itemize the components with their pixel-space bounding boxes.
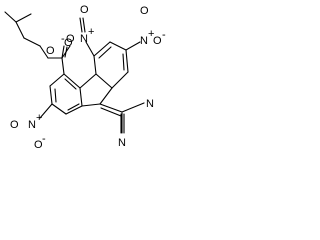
atom-label: O: [80, 4, 89, 16]
bond: [82, 17, 86, 33]
bond: [51, 103, 67, 115]
bond: [23, 37, 41, 47]
atom-label: N: [80, 33, 88, 45]
bond: [65, 105, 83, 115]
atom-label: N: [28, 119, 36, 131]
bond: [79, 17, 83, 33]
dicyanomethylene-group: [99, 102, 145, 134]
bond: [93, 55, 97, 75]
bond: [54, 88, 57, 103]
bond: [64, 78, 77, 90]
atom-label: O: [46, 45, 55, 57]
bond: [95, 73, 113, 89]
charge-label: -: [162, 29, 166, 41]
left-benzene-ring: [49, 73, 83, 115]
bond: [125, 41, 141, 51]
bond: [109, 41, 127, 51]
bond: [100, 107, 122, 117]
molecule-structure-drawing: O O O N + O - N + O - O N + O O - N N: [4, 4, 166, 151]
bond: [49, 73, 65, 87]
bond: [39, 103, 53, 119]
atom-label: O: [34, 139, 43, 151]
bond: [49, 85, 53, 105]
bond: [61, 57, 65, 75]
atom-label: N: [118, 137, 126, 149]
bond: [15, 13, 32, 23]
bond: [111, 71, 129, 89]
atom-labels: O O O N + O - N + O - O N + O O - N N: [10, 4, 166, 151]
fluorene-core: [79, 41, 129, 107]
bond: [98, 46, 112, 59]
bond: [93, 41, 111, 57]
atom-label: O: [10, 119, 19, 131]
bond: [81, 103, 101, 107]
atom-label: N: [140, 35, 148, 47]
bond: [4, 11, 17, 23]
bond: [79, 73, 97, 89]
charge-label: +: [36, 112, 42, 124]
bond: [99, 87, 113, 105]
bond: [67, 103, 80, 111]
atom-label: O: [153, 35, 162, 47]
bond: [125, 49, 129, 73]
atom-label: N: [146, 98, 154, 110]
bond: [63, 73, 81, 89]
bond: [85, 41, 95, 57]
charge-label: +: [148, 28, 154, 40]
charge-label: -: [61, 33, 65, 45]
charge-label: -: [42, 133, 46, 145]
bond: [121, 102, 145, 113]
nitro-bonds: [39, 17, 141, 119]
bond: [64, 46, 68, 58]
bond: [122, 53, 125, 71]
bond: [39, 45, 49, 59]
ester-group: [39, 45, 71, 75]
isobutyl-group: [4, 11, 41, 47]
atom-label: O: [140, 5, 149, 17]
bond: [79, 87, 83, 107]
bond: [99, 103, 123, 113]
bond: [15, 21, 25, 39]
atom-label: O: [64, 37, 73, 49]
charge-label: +: [88, 26, 94, 38]
bond: [61, 45, 65, 59]
atom-label: O: [66, 33, 75, 45]
structure-canvas: O O O N + O - N + O - O N + O O - N N: [0, 0, 175, 154]
